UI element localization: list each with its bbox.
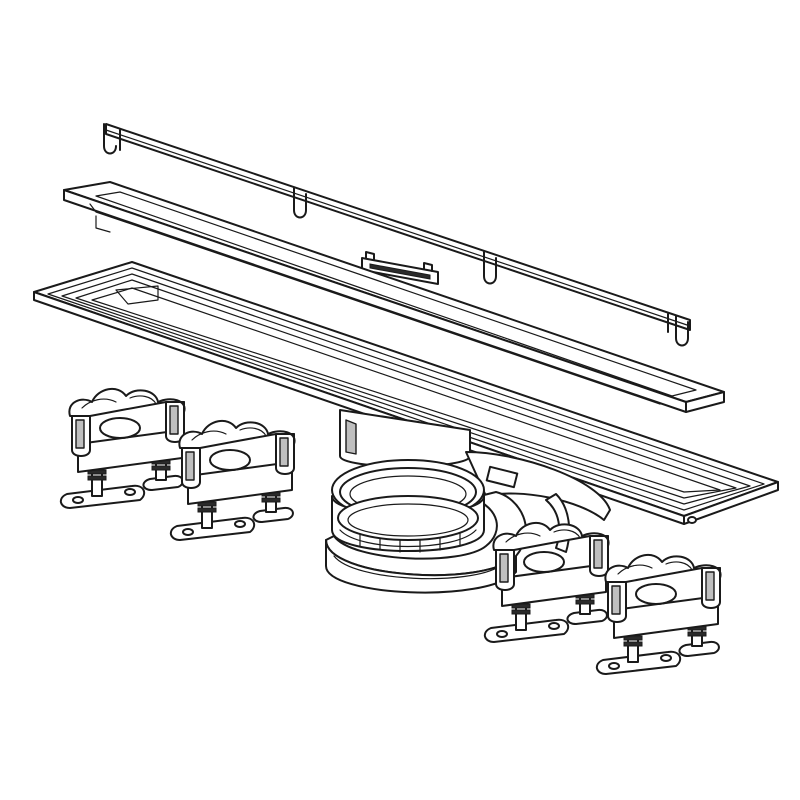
adjustable-foot [595,553,722,675]
wall-profile-bar [103,123,691,347]
outlet-trap [325,409,611,594]
adjustable-foot [169,419,296,541]
adjustable-foot [483,521,610,643]
grate-frame [63,181,725,413]
adjustable-foot [59,387,186,509]
